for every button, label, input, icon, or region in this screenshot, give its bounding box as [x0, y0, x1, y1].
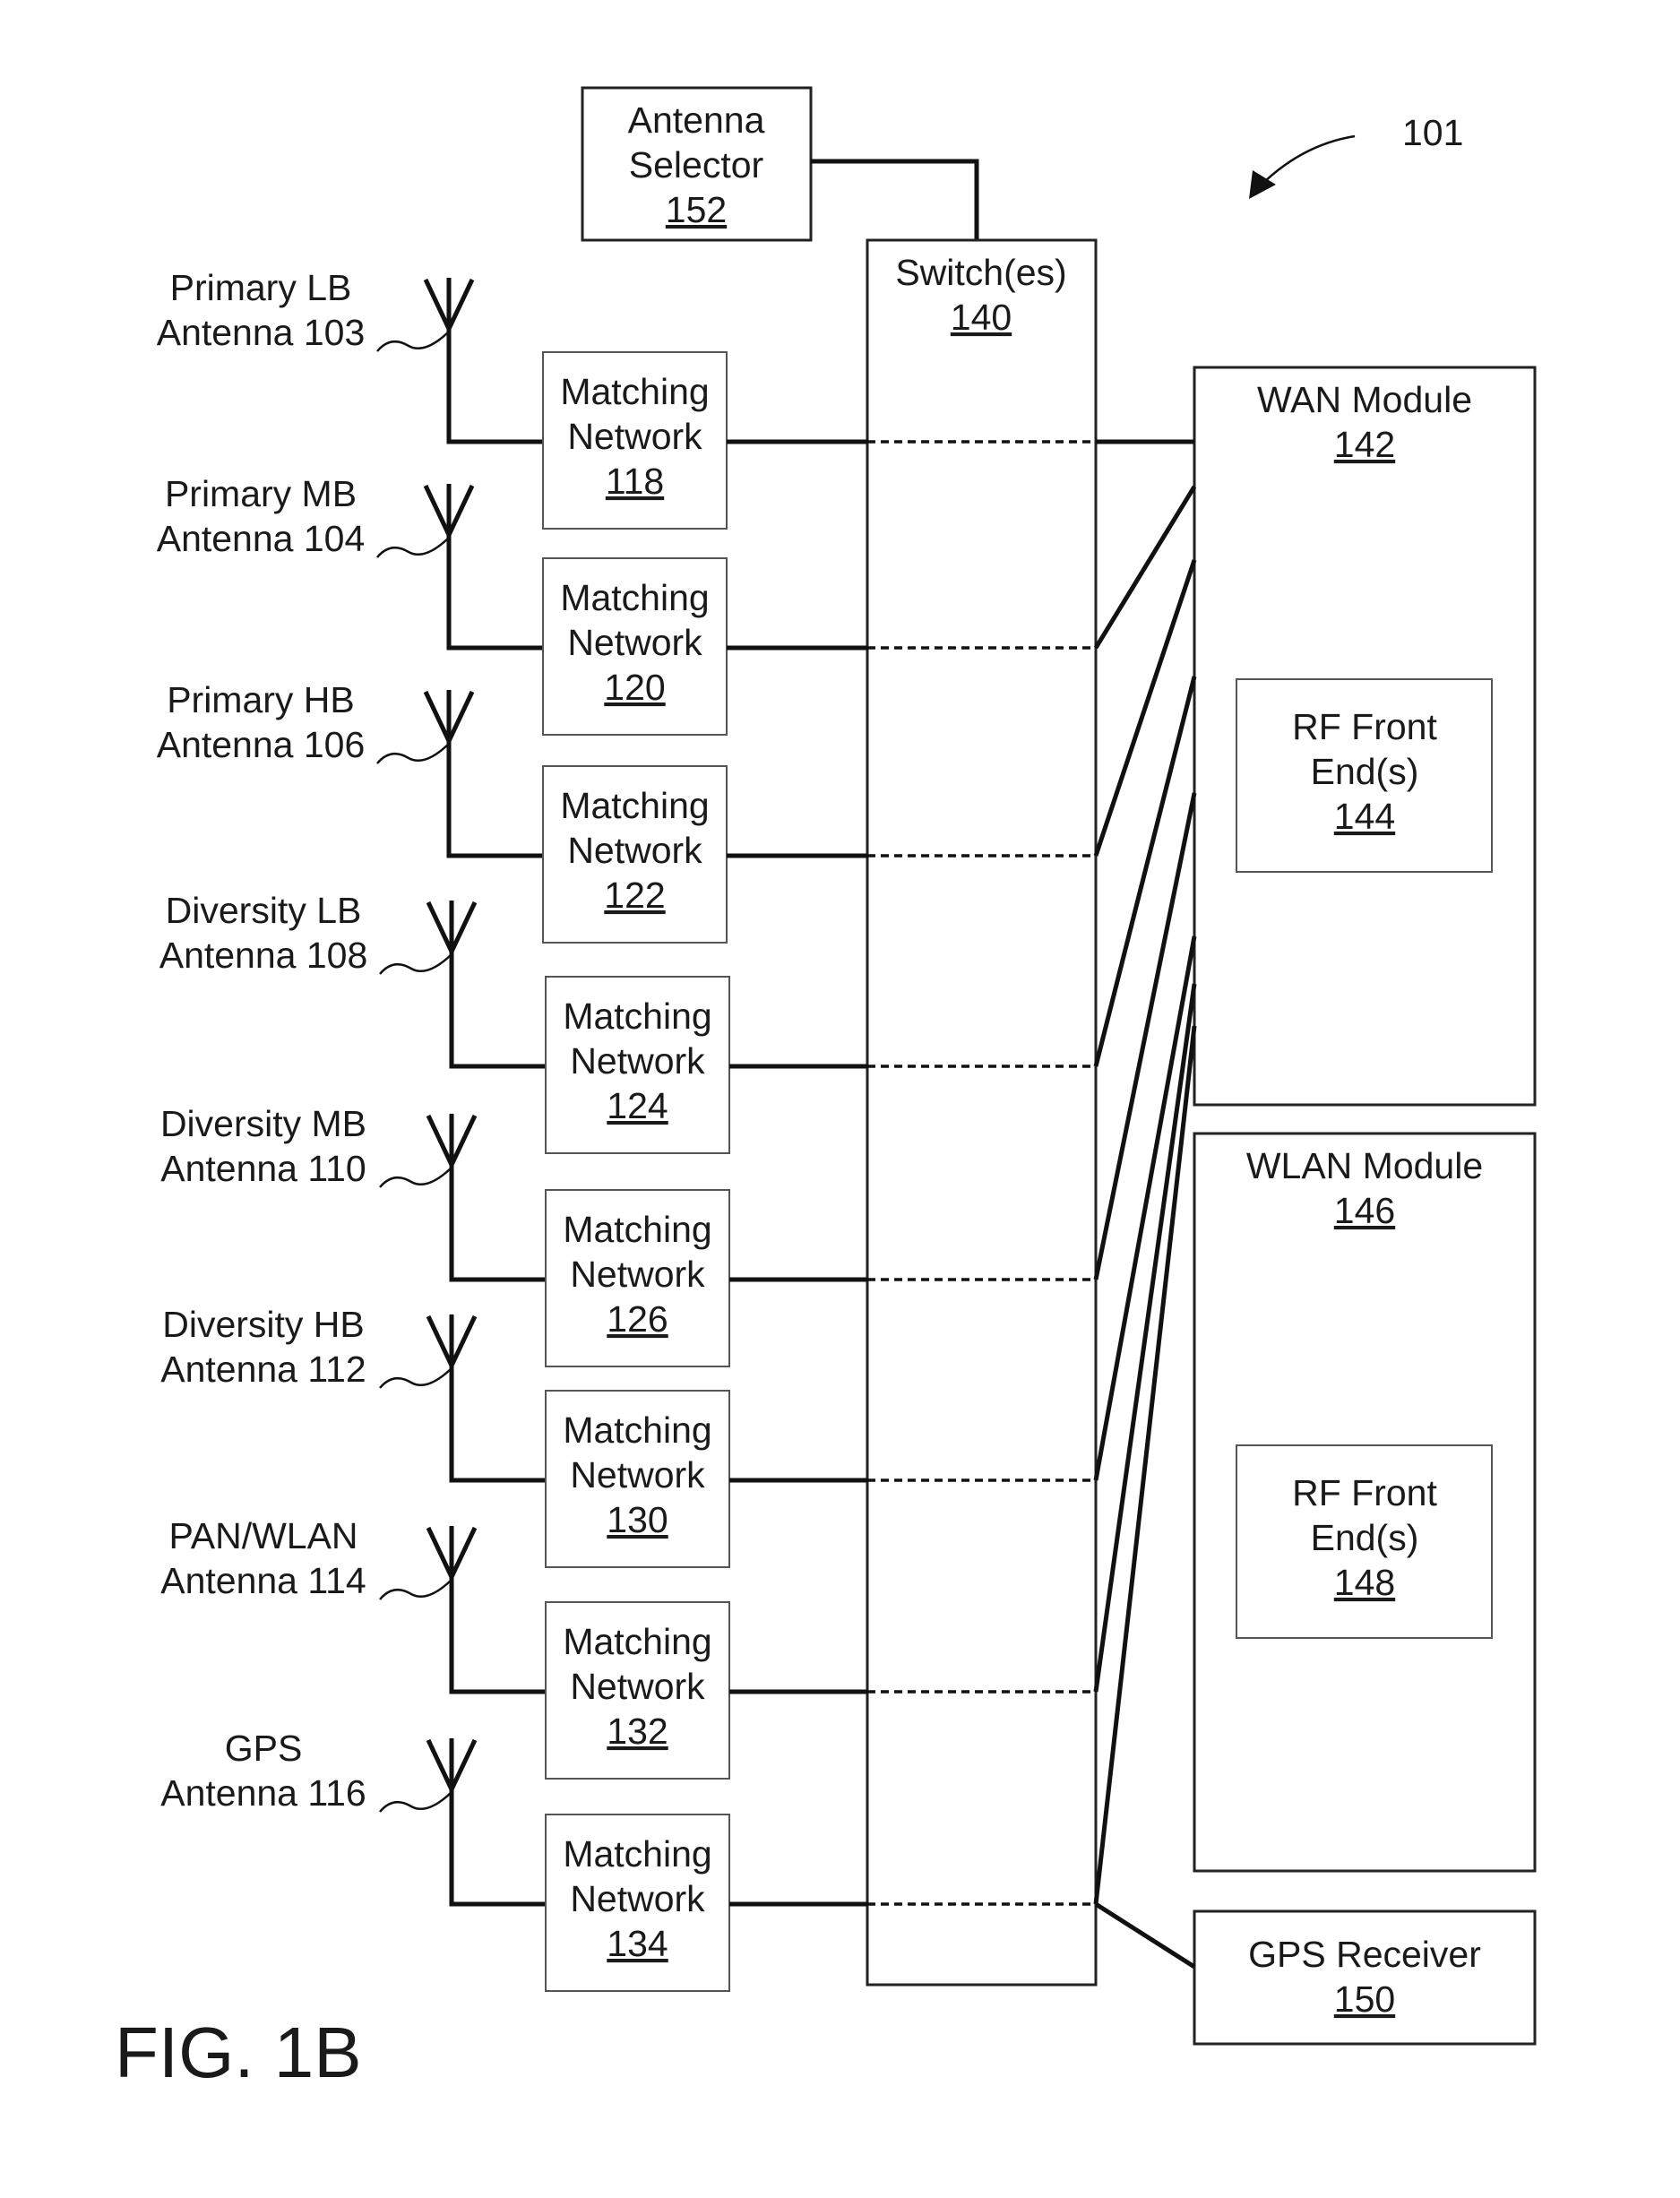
wire-134-gps [1096, 1904, 1194, 1967]
antenna-icon [428, 901, 546, 1066]
antenna-leader [377, 332, 449, 351]
matching-network-label-1: Matching [560, 577, 709, 618]
antenna-icon [428, 1738, 546, 1904]
antenna-label-line1: PAN/WLAN [168, 1515, 358, 1556]
matching-network-label-1: Matching [563, 1209, 711, 1250]
wire-132-wlan [1096, 984, 1194, 1692]
module-connection-wires [1096, 442, 1194, 1967]
antenna-label-line1: Primary LB [170, 267, 352, 308]
rf-front-end-148-label-2: End(s) [1311, 1517, 1419, 1558]
reference-101: 101 [1249, 112, 1463, 199]
antenna-label-line1: Primary MB [165, 473, 357, 514]
antenna-label-line2: Antenna 108 [159, 935, 368, 976]
gps-receiver-ref: 150 [1334, 1978, 1395, 2020]
antenna-leader [380, 1792, 452, 1812]
matching-network-label-2: Network [570, 1454, 705, 1496]
antenna-label-line2: Antenna 103 [157, 312, 366, 353]
matching-network-ref: 120 [604, 667, 665, 708]
matching-network-ref: 132 [607, 1711, 668, 1752]
wlan-module: WLAN Module 146 RF Front End(s) 148 [1194, 1133, 1535, 1871]
matching-network-label-1: Matching [563, 996, 711, 1037]
antenna-icon [428, 1526, 546, 1692]
matching-network-label-2: Network [567, 830, 702, 871]
antenna-label-line1: Primary HB [167, 679, 355, 720]
matching-network-label-1: Matching [563, 1621, 711, 1662]
switch-ref: 140 [951, 297, 1012, 338]
antenna-label-line1: Diversity MB [160, 1103, 366, 1144]
antenna-label-line2: Antenna 114 [160, 1560, 366, 1601]
gps-receiver: GPS Receiver 150 [1194, 1911, 1535, 2044]
antenna-selector-label-1: Antenna [628, 99, 765, 141]
wire-134-wlan [1096, 1026, 1194, 1904]
antenna-icon [426, 484, 543, 648]
rf-front-end-148-ref: 148 [1334, 1562, 1395, 1603]
antenna-leader [380, 1580, 452, 1599]
antenna-icon [426, 690, 543, 856]
antenna-leader [380, 954, 452, 974]
gps-receiver-label: GPS Receiver [1248, 1934, 1481, 1975]
antenna-selector-ref: 152 [666, 189, 727, 230]
matching-network-ref: 118 [606, 461, 664, 502]
matching-network-ref: 122 [604, 875, 665, 916]
antenna-leader [377, 538, 449, 557]
antenna-icon [428, 1314, 546, 1480]
antenna-label-line1: Diversity HB [162, 1304, 365, 1345]
switch-box [867, 240, 1096, 1985]
matching-network-label-2: Network [567, 416, 702, 457]
antenna-label-line1: GPS [225, 1728, 303, 1769]
rf-front-end-144-ref: 144 [1334, 796, 1395, 837]
switch-block: Switch(es) 140 [867, 240, 1096, 1985]
antenna-label-line2: Antenna 104 [157, 518, 366, 559]
matching-network-label-1: Matching [560, 785, 709, 826]
rf-front-end-144-label-2: End(s) [1311, 751, 1419, 792]
matching-network-label-1: Matching [560, 371, 709, 412]
matching-network-ref: 134 [607, 1923, 668, 1964]
rf-front-end-148-label-1: RF Front [1292, 1472, 1437, 1513]
wan-module-label: WAN Module [1257, 379, 1472, 420]
matching-network-label-2: Network [570, 1254, 705, 1295]
antenna-leader [377, 744, 449, 763]
antenna-selector-label-2: Selector [629, 144, 763, 185]
matching-network-label-1: Matching [563, 1409, 711, 1451]
wlan-module-label: WLAN Module [1246, 1145, 1483, 1186]
matching-network-ref: 124 [607, 1085, 668, 1126]
wlan-module-ref: 146 [1334, 1190, 1395, 1231]
figure-label: FIG. 1B [115, 2013, 362, 2092]
matching-network-label-2: Network [570, 1878, 705, 1919]
matching-network-label-2: Network [567, 622, 702, 663]
selector-to-switch-wire [811, 161, 977, 240]
antenna-label-line2: Antenna 116 [160, 1772, 366, 1814]
antenna-selector: Antenna Selector 152 [582, 88, 811, 240]
wire-122-wan [1096, 560, 1194, 856]
matching-network-label-1: Matching [563, 1833, 711, 1875]
rf-front-end-144-label-1: RF Front [1292, 706, 1437, 747]
antenna-leader [380, 1368, 452, 1388]
antenna-icon [428, 1114, 546, 1280]
antenna-label-line1: Diversity LB [166, 890, 362, 931]
wire-120-wan [1096, 487, 1194, 648]
wan-module-ref: 142 [1334, 424, 1395, 465]
reference-number: 101 [1402, 112, 1463, 153]
antenna-icon [426, 278, 543, 442]
wan-module: WAN Module 142 RF Front End(s) 144 [1194, 367, 1535, 1105]
matching-network-ref: 126 [607, 1298, 668, 1340]
switch-label: Switch(es) [895, 252, 1066, 293]
matching-network-label-2: Network [570, 1666, 705, 1707]
antenna-label-line2: Antenna 110 [160, 1148, 366, 1189]
antenna-label-line2: Antenna 112 [160, 1349, 366, 1390]
antenna-leader [380, 1168, 452, 1187]
gps-receiver-box [1194, 1911, 1535, 2044]
matching-network-label-2: Network [570, 1040, 705, 1082]
matching-network-ref: 130 [607, 1499, 668, 1540]
antenna-label-line2: Antenna 106 [157, 724, 366, 765]
